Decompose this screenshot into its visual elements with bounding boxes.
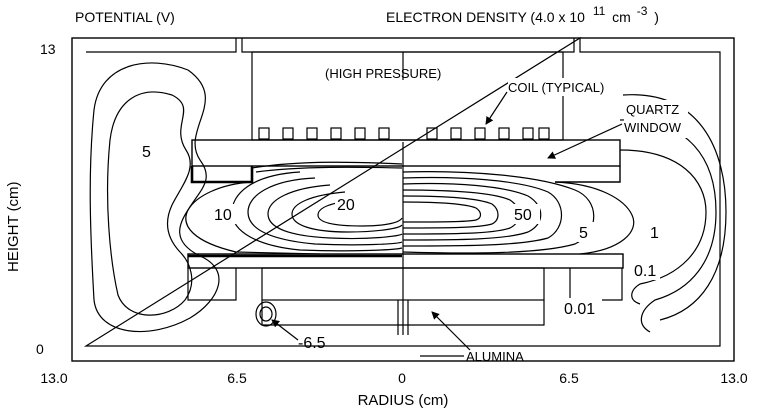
x-tick-13-right: 13.0 (720, 370, 747, 386)
minus-6-5-arrow (271, 319, 299, 341)
x-tick-13-left: 13.0 (40, 370, 67, 386)
density-label-50: 50 (514, 207, 532, 224)
potential-well-ring-outer (255, 301, 277, 327)
quartz-window (191, 139, 621, 167)
density-label-1: 1 (650, 225, 659, 242)
title-density-close: ) (654, 9, 659, 25)
density-label-0-1: 0.1 (634, 263, 656, 280)
alumina-label: ALUMINA (466, 349, 524, 364)
density-label-0-01: 0.01 (564, 301, 595, 318)
high-pressure-label: (HIGH PRESSURE) (325, 66, 441, 81)
potential-label-minus-6-5: -6.5 (298, 335, 326, 352)
right-wall-step (555, 166, 621, 183)
y-axis-label: HEIGHT (cm) (5, 181, 22, 272)
coil-label: COIL (TYPICAL) (508, 80, 604, 95)
right-base-column (569, 268, 623, 301)
quartz-window-label-line1: QUARTZ (626, 102, 679, 117)
annotations: (HIGH PRESSURE) COIL (TYPICAL) QUARTZ WI… (271, 66, 688, 364)
title-density-exp: 11 (593, 4, 606, 18)
coil-turns (258, 127, 550, 140)
x-tick-6-5-left: 6.5 (227, 370, 247, 386)
left-base-column (187, 268, 237, 301)
density-label-5: 5 (579, 225, 588, 242)
x-tick-6-5-right: 6.5 (559, 370, 579, 386)
title-density-prefix: ELECTRON DENSITY (4.0 x 10 (386, 9, 585, 25)
quartz-arrow (547, 123, 623, 159)
outer-wall (71, 37, 735, 362)
potential-well-ring-inner (259, 306, 273, 322)
potential-label-5: 5 (142, 144, 151, 161)
coil-arrow (485, 91, 508, 125)
left-wall-step (190, 166, 254, 184)
title-electron-density: ELECTRON DENSITY (4.0 x 10 11 cm -3 ) (386, 2, 659, 25)
y-tick-0: 0 (36, 341, 44, 357)
potential-contours (89, 62, 403, 333)
quartz-window-label-line2: WINDOW (624, 120, 682, 135)
x-tick-0: 0 (398, 370, 406, 386)
y-tick-13: 13 (40, 41, 56, 57)
title-density-unit-exp: -3 (637, 4, 648, 18)
alumina-arrow (431, 311, 471, 351)
potential-label-20: 20 (337, 197, 355, 214)
potential-label-10: 10 (214, 207, 232, 224)
contour-labels: 5 10 20 -6.5 50 5 1 0.1 0.01 (140, 142, 664, 352)
reactor-geometry (71, 36, 735, 362)
title-potential: POTENTIAL (V) (75, 9, 175, 25)
x-axis-label: RADIUS (cm) (358, 392, 449, 409)
title-density-unit: cm (612, 9, 631, 25)
